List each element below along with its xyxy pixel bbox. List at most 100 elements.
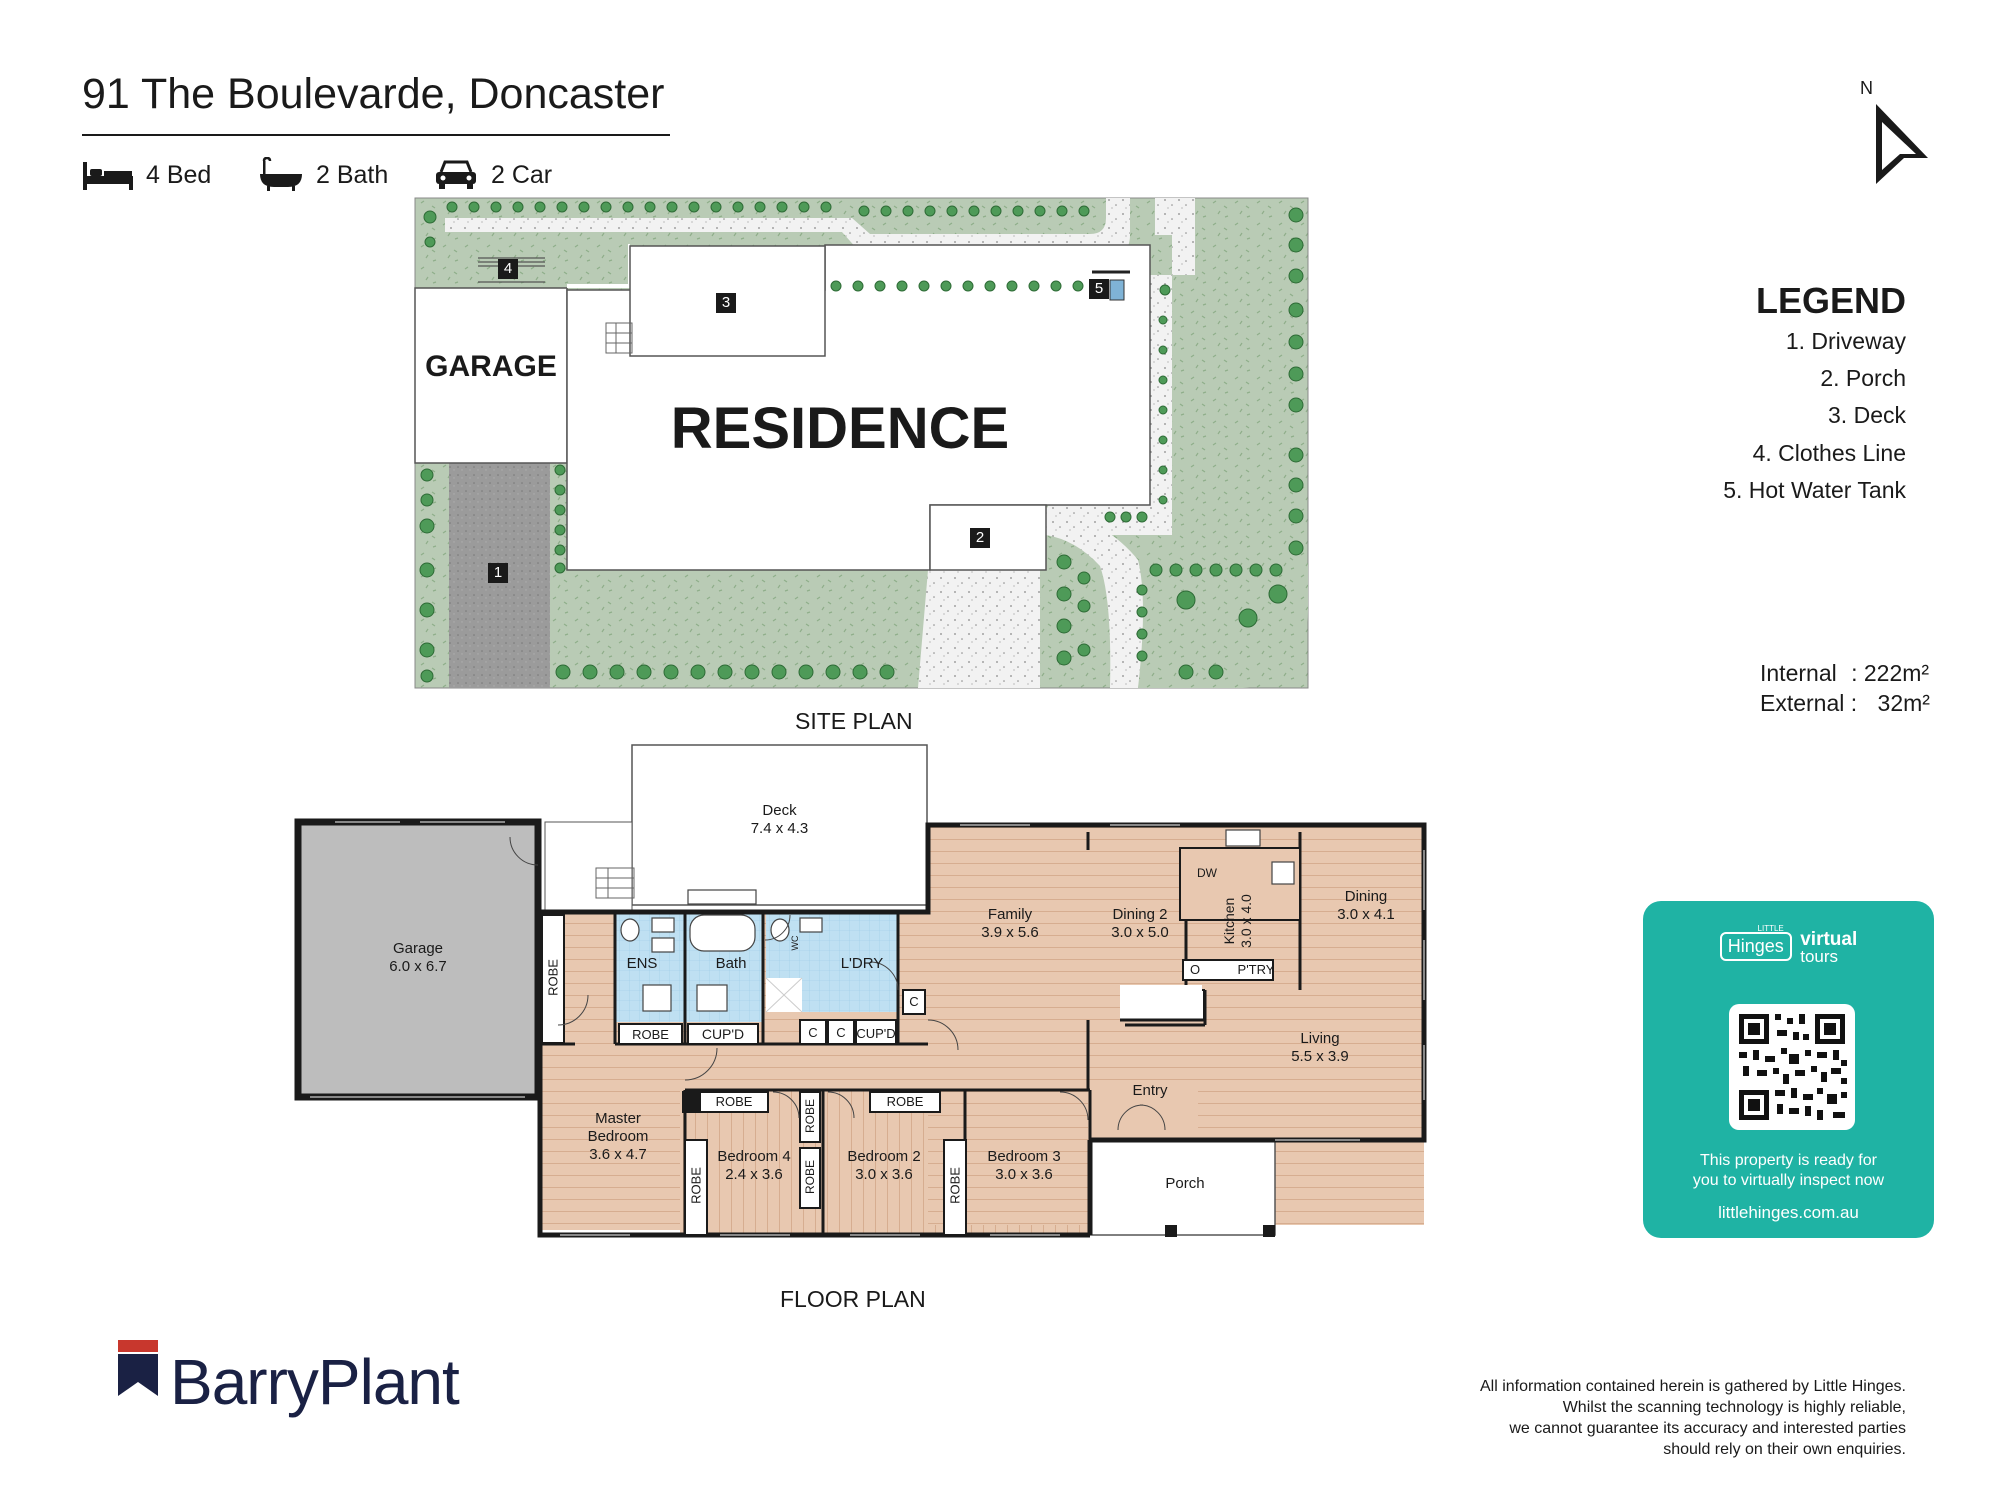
- external-label: External :: [1760, 690, 1858, 716]
- site-residence-label: RESIDENCE: [670, 396, 1010, 461]
- virtual-tour-message-line: This property is ready for: [1700, 1152, 1877, 1169]
- bath-icon: [260, 157, 302, 191]
- bath-count: 2 Bath: [316, 160, 389, 189]
- legend-item: 3. Deck: [1828, 402, 1906, 428]
- pantry-label: P'TRY: [1237, 962, 1275, 977]
- site-garage-label: GARAGE: [425, 350, 557, 383]
- robe-bed3-label: ROBE: [947, 1167, 963, 1204]
- room-kitchen-size: 3.0 x 4.0: [1238, 894, 1254, 948]
- room-bed3-size: 3.0 x 3.6: [995, 1166, 1053, 1183]
- room-entry: Entry: [1132, 1082, 1168, 1099]
- room-bed2-name: Bedroom 2: [847, 1148, 921, 1165]
- hinges-label: Hinges: [1727, 936, 1784, 957]
- linen-cupboard-label: C: [808, 1025, 818, 1040]
- cupboard-label: CUP'D: [701, 1026, 745, 1042]
- compass-label: N: [1860, 78, 1873, 98]
- oven-label: O: [1189, 962, 1201, 977]
- room-living-size: 5.5 x 3.9: [1291, 1048, 1349, 1065]
- external-value: 32m²: [1877, 690, 1930, 716]
- bed-icon: [83, 162, 133, 190]
- site-plan-caption: SITE PLAN: [795, 708, 913, 734]
- cupboard-laundry-label: CUP'D: [856, 1026, 896, 1041]
- virtual-label: virtual: [1800, 929, 1858, 950]
- legend-item: 2. Porch: [1820, 365, 1906, 391]
- disclaimer-line: should rely on their own enquiries.: [1663, 1441, 1906, 1458]
- room-ensuite: ENS: [626, 955, 658, 972]
- legend-item: 4. Clothes Line: [1752, 440, 1906, 466]
- marker-driveway: 1: [488, 563, 508, 583]
- legend-title: LEGEND: [1755, 280, 1906, 321]
- wc-label: WC: [790, 935, 800, 951]
- room-dining-name: Dining: [1344, 888, 1388, 905]
- room-dining-size: 3.0 x 4.1: [1337, 906, 1395, 923]
- room-bed2-size: 3.0 x 3.6: [855, 1166, 913, 1183]
- external-area: External : 32m²: [1760, 690, 1930, 717]
- robe-bed2-label: ROBE: [886, 1094, 924, 1109]
- robe-ensuite-label: ROBE: [632, 1027, 669, 1042]
- tours-label: tours: [1800, 947, 1839, 966]
- room-deck-name: Deck: [762, 802, 797, 819]
- car-icon: [436, 160, 476, 189]
- legend-item: 1. Driveway: [1785, 328, 1906, 354]
- robe-bed2-side-label: ROBE: [803, 1160, 817, 1195]
- barry-plant-logo-icon: [118, 1340, 158, 1396]
- car-count: 2 Car: [491, 160, 553, 189]
- laundry-cupboard-label: C: [909, 994, 919, 1009]
- disclaimer-line: All information contained herein is gath…: [1479, 1378, 1906, 1395]
- room-deck-size: 7.4 x 4.3: [750, 820, 809, 837]
- room-dining2-name: Dining 2: [1112, 906, 1168, 923]
- marker-clothes-line: 4: [498, 259, 518, 279]
- dishwasher-label: DW: [1197, 866, 1217, 880]
- linen-cupboard-label: C: [836, 1025, 846, 1040]
- marker-deck: 3: [716, 293, 736, 313]
- internal-label: Internal: [1760, 660, 1837, 686]
- room-kitchen-name: Kitchen: [1221, 897, 1237, 945]
- little-label: LITTLE: [1757, 924, 1784, 934]
- room-family-name: Family: [987, 906, 1033, 923]
- room-garage-size: 6.0 x 6.7: [389, 958, 447, 975]
- room-family-size: 3.9 x 5.6: [981, 924, 1039, 941]
- bed-feature: 4 Bed: [82, 155, 211, 195]
- room-master-size: 3.6 x 4.7: [589, 1146, 647, 1163]
- internal-area: Internal : 222m²: [1760, 660, 1929, 687]
- room-living-name: Living: [1300, 1030, 1340, 1047]
- robe-master-label: ROBE: [545, 959, 561, 996]
- qr-code-icon: [1739, 1014, 1847, 1120]
- disclaimer: All information contained herein is gath…: [1480, 1376, 1906, 1460]
- floor-plan-caption: FLOOR PLAN: [780, 1286, 926, 1312]
- marker-hot-water-tank: 5: [1089, 279, 1109, 299]
- room-bed4-name: Bedroom 4: [717, 1148, 791, 1165]
- hinges-badge: LITTLE Hinges: [1719, 924, 1792, 962]
- virtual-tour-link[interactable]: littlehinges.com.au: [1718, 1203, 1859, 1222]
- north-arrow-icon: [1876, 104, 1928, 184]
- robe-bed4-label: ROBE: [715, 1094, 753, 1109]
- virtual-tour-message-line: you to virtually inspect now: [1692, 1172, 1885, 1189]
- room-laundry: L'DRY: [840, 955, 884, 972]
- car-feature: 2 Car: [433, 155, 552, 195]
- room-porch: Porch: [1165, 1175, 1205, 1192]
- room-master-name1: Master: [595, 1110, 641, 1127]
- bath-feature: 2 Bath: [258, 155, 388, 195]
- virtual-tour-card[interactable]: LITTLE Hinges virtual tours: [1643, 901, 1934, 1238]
- disclaimer-line: we cannot guarantee its accuracy and int…: [1509, 1420, 1906, 1437]
- room-bath: Bath: [715, 955, 747, 972]
- room-bed4-size: 2.4 x 3.6: [725, 1166, 783, 1183]
- little-hinges-logo: LITTLE Hinges virtual tours: [1643, 924, 1934, 966]
- disclaimer-line: Whilst the scanning technology is highly…: [1562, 1399, 1906, 1416]
- marker-porch: 2: [970, 528, 990, 548]
- qr-code[interactable]: [1729, 1004, 1855, 1130]
- room-bed3-name: Bedroom 3: [987, 1148, 1061, 1165]
- robe-bed4-side-label: ROBE: [688, 1167, 704, 1204]
- property-address: 91 The Boulevarde, Doncaster: [82, 70, 665, 118]
- room-master-name2: Bedroom: [587, 1128, 649, 1145]
